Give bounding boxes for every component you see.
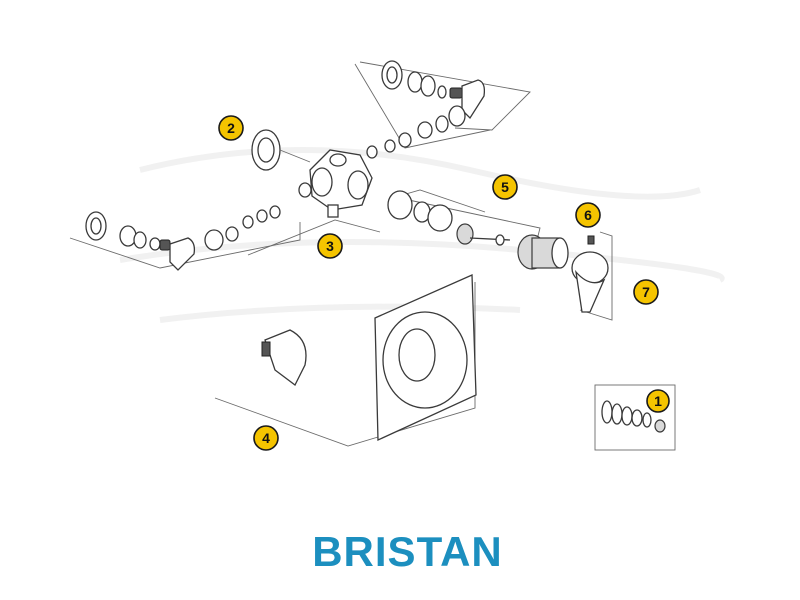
callout-4: 4 [253, 425, 279, 451]
lower-elbow-assembly [69, 205, 381, 271]
part-2-ring-nut [251, 129, 311, 171]
callout-5: 5 [492, 174, 518, 200]
bristan-logo: BRISTAN [312, 528, 503, 575]
callout-7: 7 [633, 279, 659, 305]
callout-2: 2 [218, 115, 244, 141]
part-5-cartridge-components [387, 189, 541, 246]
part-6-thermostatic-cartridge [517, 234, 595, 270]
callout-label: 3 [326, 238, 334, 254]
callout-label: 4 [262, 430, 270, 446]
callout-label: 7 [642, 284, 650, 300]
part-1-spring-inset [594, 384, 676, 451]
part-7-lever-handle [571, 231, 613, 321]
callout-label: 6 [584, 207, 592, 223]
upper-elbow-assembly [354, 60, 531, 159]
callout-1: 1 [646, 389, 670, 413]
callout-label: 2 [227, 120, 235, 136]
part-3-valve-body [298, 149, 373, 218]
callout-label: 1 [654, 393, 662, 409]
callout-3: 3 [317, 233, 343, 259]
callout-6: 6 [575, 202, 601, 228]
part-4-wall-plate [214, 274, 477, 447]
callout-label: 5 [501, 179, 509, 195]
